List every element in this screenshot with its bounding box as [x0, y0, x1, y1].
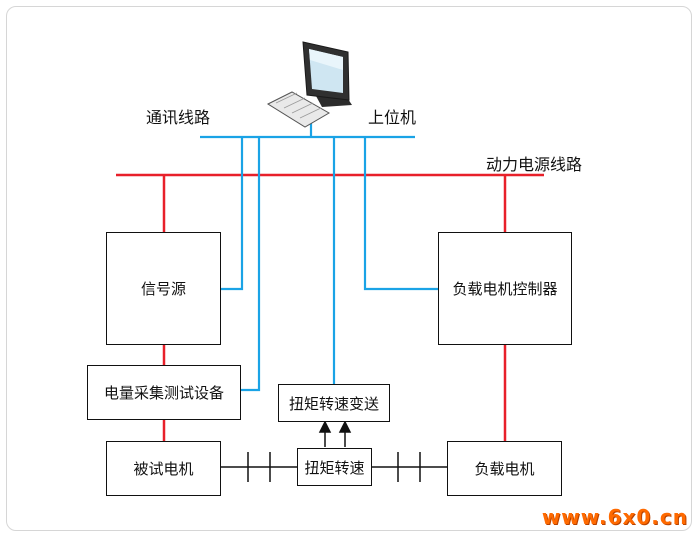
motor-under-test-box: 被试电机 — [106, 441, 221, 496]
diagram-frame — [6, 6, 692, 531]
comm-to-acquisition — [241, 137, 261, 392]
arrow-head — [338, 420, 352, 433]
load-motor-controller-box: 负载电机控制器 — [438, 232, 572, 345]
comm-lines — [200, 105, 438, 392]
site-watermark: www.6x0.cn — [541, 505, 688, 529]
key-row — [275, 92, 298, 104]
torque-transmitter-box: 扭矩转速变送 — [278, 384, 390, 422]
power-lines — [116, 173, 544, 441]
power-line-label: 动力电源线路 — [486, 155, 583, 174]
key-row — [283, 97, 306, 109]
arrow-head — [318, 420, 332, 433]
comm-line-label: 通讯线路 — [146, 108, 211, 127]
keyboard-keys — [275, 92, 322, 119]
shaft-couplings — [221, 452, 447, 482]
signal-source-box: 信号源 — [106, 232, 221, 345]
load-motor-box: 负载电机 — [447, 441, 562, 496]
host-computer-icon — [266, 41, 352, 128]
key-row — [299, 107, 322, 119]
key-row — [291, 102, 314, 114]
power-acquisition-box: 电量采集测试设备 — [87, 365, 241, 420]
comm-to-signal-source — [221, 137, 244, 291]
torque-sensor-box: 扭矩转速 — [297, 448, 372, 486]
host-pc-label: 上位机 — [368, 108, 417, 127]
screen-glare — [309, 49, 343, 70]
signal-arrows — [318, 420, 352, 447]
comm-to-load-controller — [363, 137, 438, 291]
